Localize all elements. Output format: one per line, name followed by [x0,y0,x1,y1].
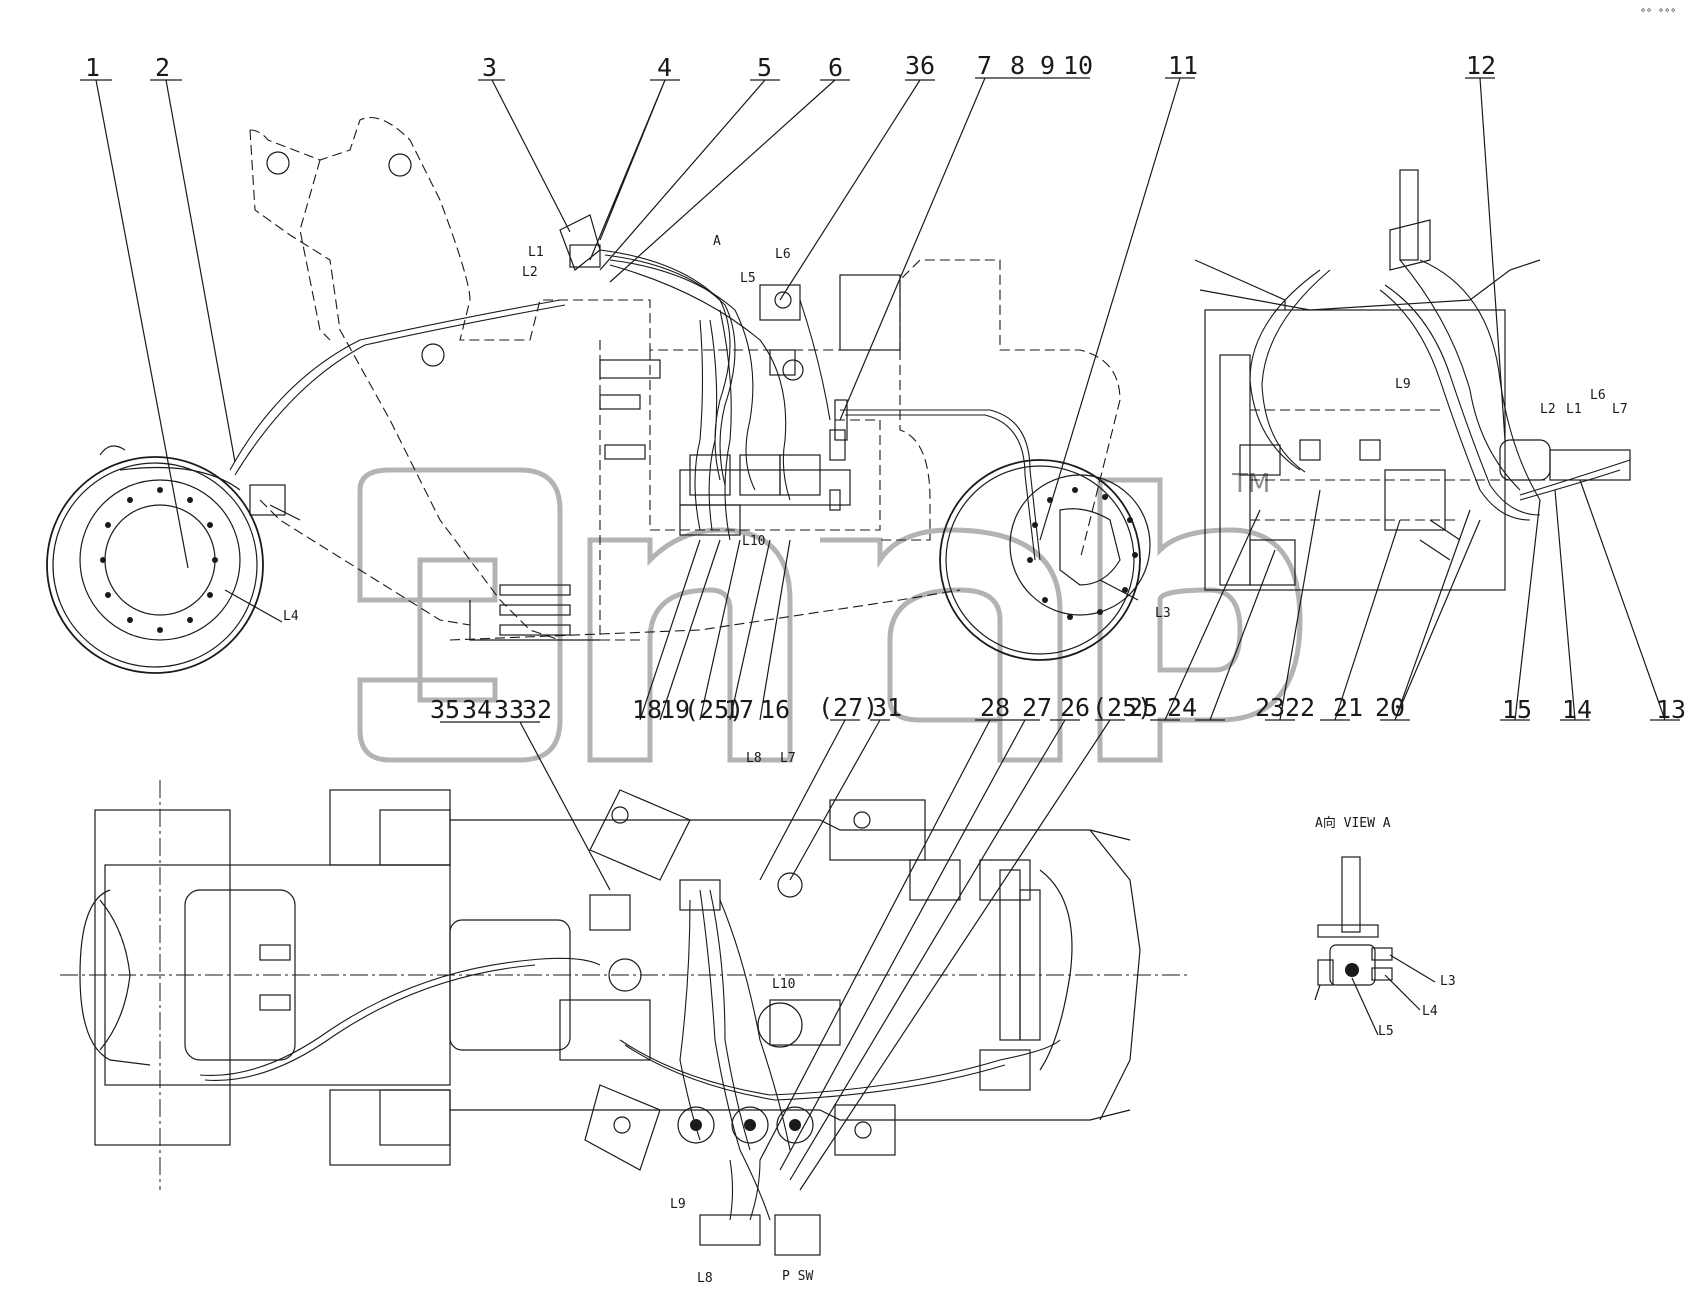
callout-25: 25 [1128,693,1158,722]
top-callouts: 1 2 3 4 5 6 36 7 8 9 10 11 12 [85,51,1496,82]
leader-lines [80,77,1680,1191]
port-label-L7: L7 [780,751,796,766]
port-label-L5: L5 [740,271,756,286]
port-label-L6: L6 [775,247,791,262]
callout-8: 8 [1010,51,1025,80]
callout-13: 13 [1656,695,1686,724]
port-label-L9-lower: L9 [670,1197,686,1212]
callout-27: 27 [1022,693,1052,722]
port-label-L4-view: L4 [1422,1004,1438,1019]
callout-7: 7 [977,51,992,80]
callout-5: 5 [757,53,772,82]
callout-24: 24 [1167,693,1197,722]
callout-4: 4 [657,53,672,82]
rear-frame-detail [1194,169,1631,591]
callout-16: 16 [760,695,790,724]
callout-17: 17 [724,695,754,724]
callout-31: 31 [872,693,902,722]
port-label-L2: L2 [522,265,538,280]
port-label-L8-lower: L8 [697,1271,713,1286]
port-labels: L1 L2 A L6 L5 L10 L4 L3 L9 L2 L1 L6 L7 L… [283,234,1628,1286]
port-label-L5-view: L5 [1378,1024,1394,1039]
callout-34: 34 [462,695,492,724]
port-label-L3-view: L3 [1440,974,1456,989]
callout-26: 26 [1060,693,1090,722]
watermark-logo: TM [357,467,1303,763]
callout-23: 23 [1255,693,1285,722]
callout-3: 3 [482,53,497,82]
callout-19: 19 [660,695,690,724]
middle-callouts: 18 19 (25) 17 16 (27) 31 28 27 26 (25) 2… [632,693,1686,724]
callout-21: 21 [1333,693,1363,722]
port-label-L9: L9 [1395,377,1411,392]
view-a-detail [1314,856,1436,1036]
port-label-L3: L3 [1155,606,1171,621]
left-wheel [46,445,286,674]
port-label-psw: P SW [782,1269,813,1284]
view-a-title: A向 VIEW A [1315,815,1391,831]
port-label-L7-rear: L7 [1612,402,1628,417]
callout-11: 11 [1168,51,1198,80]
watermark-tm: TM [1231,469,1270,499]
lower-left-callouts: 35 34 33 32 [430,695,552,724]
port-label-L2-rear: L2 [1540,402,1556,417]
callout-2: 2 [155,53,170,82]
callout-9: 9 [1040,51,1055,80]
callout-22: 22 [1285,693,1315,722]
port-label-L1-rear: L1 [1566,402,1582,417]
view-marker-A: A [713,234,721,249]
lower-plan-view [60,780,1190,1256]
port-label-L10: L10 [742,534,765,549]
port-label-L8: L8 [746,751,762,766]
port-label-L10-lower: L10 [772,977,795,992]
callout-14: 14 [1562,695,1592,724]
callout-10: 10 [1063,51,1093,80]
port-label-L1: L1 [528,245,544,260]
callout-25-paren: (25) [684,695,744,724]
port-label-L4: L4 [283,609,299,624]
callout-25-paren-b: (25) [1092,693,1152,722]
callout-36: 36 [905,51,935,80]
upper-hoses [229,249,1041,561]
callout-32: 32 [522,695,552,724]
corner-mark: °° °°° [1640,8,1676,19]
callout-35: 35 [430,695,460,724]
upper-side-view [46,116,1631,674]
callout-28: 28 [980,693,1010,722]
callout-27-paren: (27) [818,693,878,722]
front-valve-cluster [559,214,851,536]
callout-20: 20 [1375,693,1405,722]
callout-12: 12 [1466,51,1496,80]
port-label-L6-rear: L6 [1590,388,1606,403]
callout-15: 15 [1502,695,1532,724]
callout-1: 1 [85,53,100,82]
callout-18: 18 [632,695,662,724]
callout-33: 33 [494,695,524,724]
callout-6: 6 [828,53,843,82]
